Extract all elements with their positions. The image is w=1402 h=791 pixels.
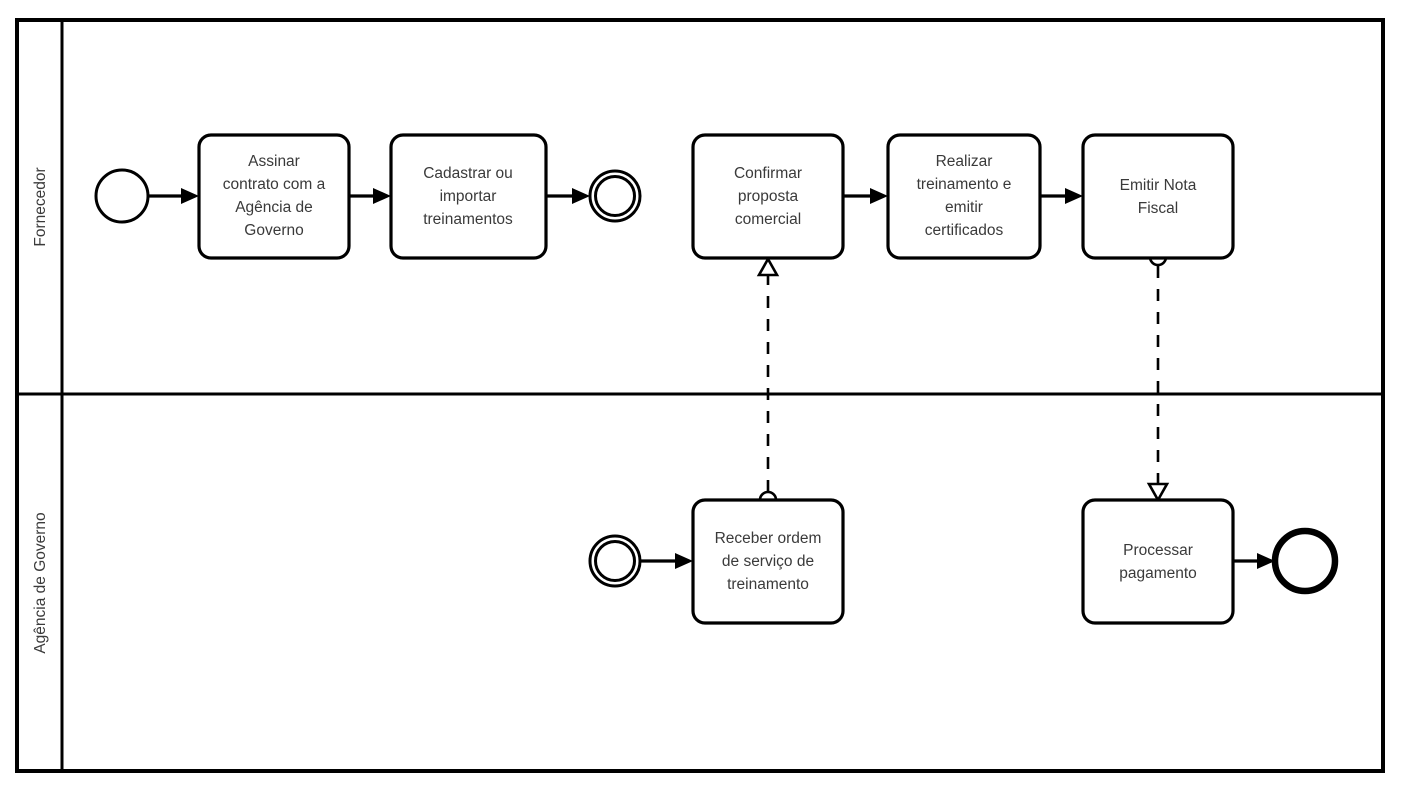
task-label-line: Agência de: [235, 199, 313, 216]
task-realizar-treinamento[interactable]: Realizar treinamento e emitir certificad…: [886, 133, 1042, 260]
task-box: [389, 133, 548, 260]
lane-label-fornecedor: Fornecedor: [32, 167, 49, 246]
task-cadastrar-treinamentos[interactable]: Cadastrar ou importar treinamentos: [389, 133, 548, 260]
start-event-fornecedor[interactable]: [94, 168, 150, 224]
task-label-line: Governo: [244, 222, 303, 239]
task-confirmar-proposta[interactable]: Confirmar proposta comercial: [691, 133, 845, 260]
intermediate-event-agencia[interactable]: [588, 534, 642, 588]
arrow-head-icon: [675, 553, 693, 569]
lane-label-agencia-de-governo: Agência de Governo: [32, 512, 49, 653]
message-flow-nota-fiscal[interactable]: [1146, 247, 1170, 503]
task-label-line: Emitir Nota: [1120, 177, 1197, 194]
task-emitir-nota-fiscal[interactable]: Emitir Nota Fiscal: [1081, 133, 1235, 260]
task-label-line: Confirmar: [734, 165, 802, 182]
sequence-flow-processar-to-end[interactable]: [1233, 553, 1275, 569]
task-receber-ordem[interactable]: Receber ordem de serviço de treinamento: [691, 498, 845, 625]
task-label-line: comercial: [735, 211, 801, 228]
task-label-line: Fiscal: [1138, 200, 1178, 217]
lane-label-agencia-group: Agência de Governo: [32, 512, 49, 653]
task-box: [197, 133, 351, 260]
task-label-line: Assinar: [248, 153, 300, 170]
sequence-flow-confirmar-to-realizar[interactable]: [843, 188, 888, 204]
pool-container: [15, 18, 1385, 773]
arrow-head-icon: [870, 188, 888, 204]
sequence-flow-start-to-assinar[interactable]: [148, 188, 199, 204]
intermediate-event-fornecedor[interactable]: [588, 169, 642, 223]
sequence-flow-realizar-to-emitir[interactable]: [1040, 188, 1083, 204]
arrow-head-icon: [1257, 553, 1275, 569]
task-box: [886, 133, 1042, 260]
task-label-line: Receber ordem: [715, 530, 822, 547]
task-box: [691, 498, 845, 625]
task-label-line: treinamentos: [423, 211, 513, 228]
task-label-line: certificados: [925, 222, 1004, 239]
task-box: [691, 133, 845, 260]
task-box: [1081, 498, 1235, 625]
task-assinar-contrato[interactable]: Assinar contrato com a Agência de Govern…: [197, 133, 351, 260]
sequence-flow-intermediate-to-receber[interactable]: [640, 553, 693, 569]
task-label-line: contrato com a: [223, 176, 326, 193]
task-label-line: treinamento e: [917, 176, 1012, 193]
task-label-line: treinamento: [727, 576, 809, 593]
task-label-line: pagamento: [1119, 565, 1197, 582]
message-flow-target-arrow-icon: [1146, 482, 1170, 503]
arrow-head-icon: [181, 188, 199, 204]
intermediate-event-inner-ring: [594, 175, 636, 217]
task-label-line: emitir: [945, 199, 983, 216]
lane-label-fornecedor-group: Fornecedor: [32, 167, 49, 246]
task-label-line: Cadastrar ou: [423, 165, 513, 182]
task-label-line: de serviço de: [722, 553, 814, 570]
task-label-line: Processar: [1123, 542, 1193, 559]
task-label-line: proposta: [738, 188, 799, 205]
sequence-flow-assinar-to-cadastrar[interactable]: [349, 188, 391, 204]
task-box: [1081, 133, 1235, 260]
arrow-head-icon: [1065, 188, 1083, 204]
arrow-head-icon: [572, 188, 590, 204]
task-label-line: Realizar: [936, 153, 993, 170]
intermediate-event-inner-ring: [594, 540, 636, 582]
end-event-agencia[interactable]: [1271, 527, 1339, 595]
arrow-head-icon: [373, 188, 391, 204]
sequence-flow-cadastrar-to-intermediate[interactable]: [546, 188, 590, 204]
task-processar-pagamento[interactable]: Processar pagamento: [1081, 498, 1235, 625]
message-flow-ordem-servico[interactable]: [756, 256, 780, 510]
task-label-line: importar: [440, 188, 497, 205]
message-flow-target-arrow-icon: [756, 256, 780, 277]
